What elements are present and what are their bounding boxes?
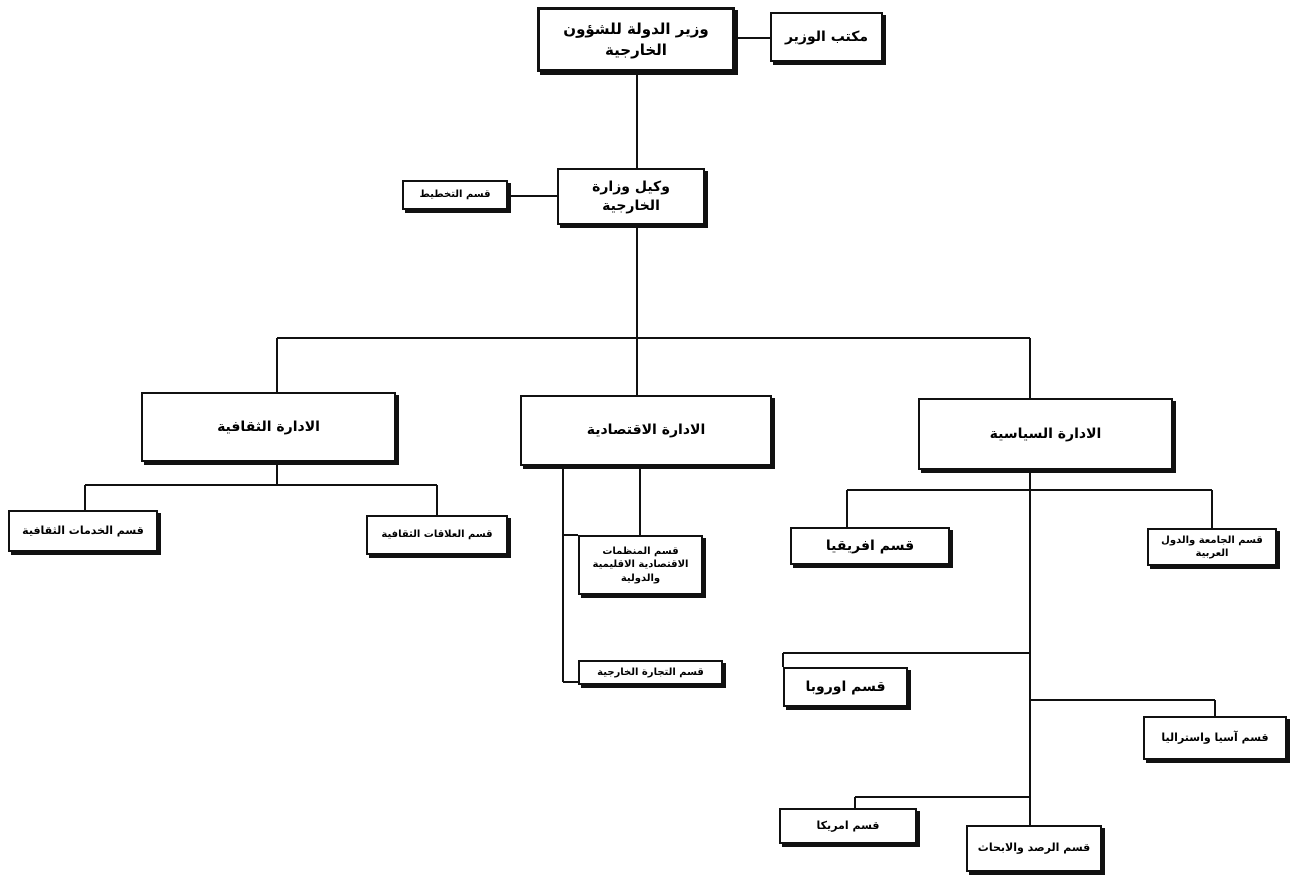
node-minister-office: مكتب الوزير <box>770 12 883 62</box>
node-arab-league: قسم الجامعة والدول العربية <box>1147 528 1277 566</box>
node-economic-orgs: قسم المنظمات الاقتصادية الاقليمية والدول… <box>578 535 703 595</box>
node-america: قسم امريكا <box>779 808 917 844</box>
node-africa: قسم افريقيا <box>790 527 950 565</box>
node-economic-admin: الادارة الاقتصادية <box>520 395 772 466</box>
node-minister: وزير الدولة للشؤون الخارجية <box>537 7 735 72</box>
node-planning: قسم التخطيط <box>402 180 508 210</box>
node-cultural-relations: قسم العلاقات الثقافية <box>366 515 508 555</box>
node-political-admin: الادارة السياسية <box>918 398 1173 470</box>
node-asia-australia: قسم آسيا واستراليا <box>1143 716 1287 760</box>
node-monitoring-research: قسم الرصد والابحاث <box>966 825 1102 872</box>
node-foreign-trade: قسم التجارة الخارجية <box>578 660 723 685</box>
node-cultural-services: قسم الخدمات الثقافية <box>8 510 158 552</box>
node-undersecretary: وكيل وزارة الخارجية <box>557 168 705 225</box>
node-europe: قسم اوروبا <box>783 667 908 707</box>
node-cultural-admin: الادارة الثقافية <box>141 392 396 462</box>
